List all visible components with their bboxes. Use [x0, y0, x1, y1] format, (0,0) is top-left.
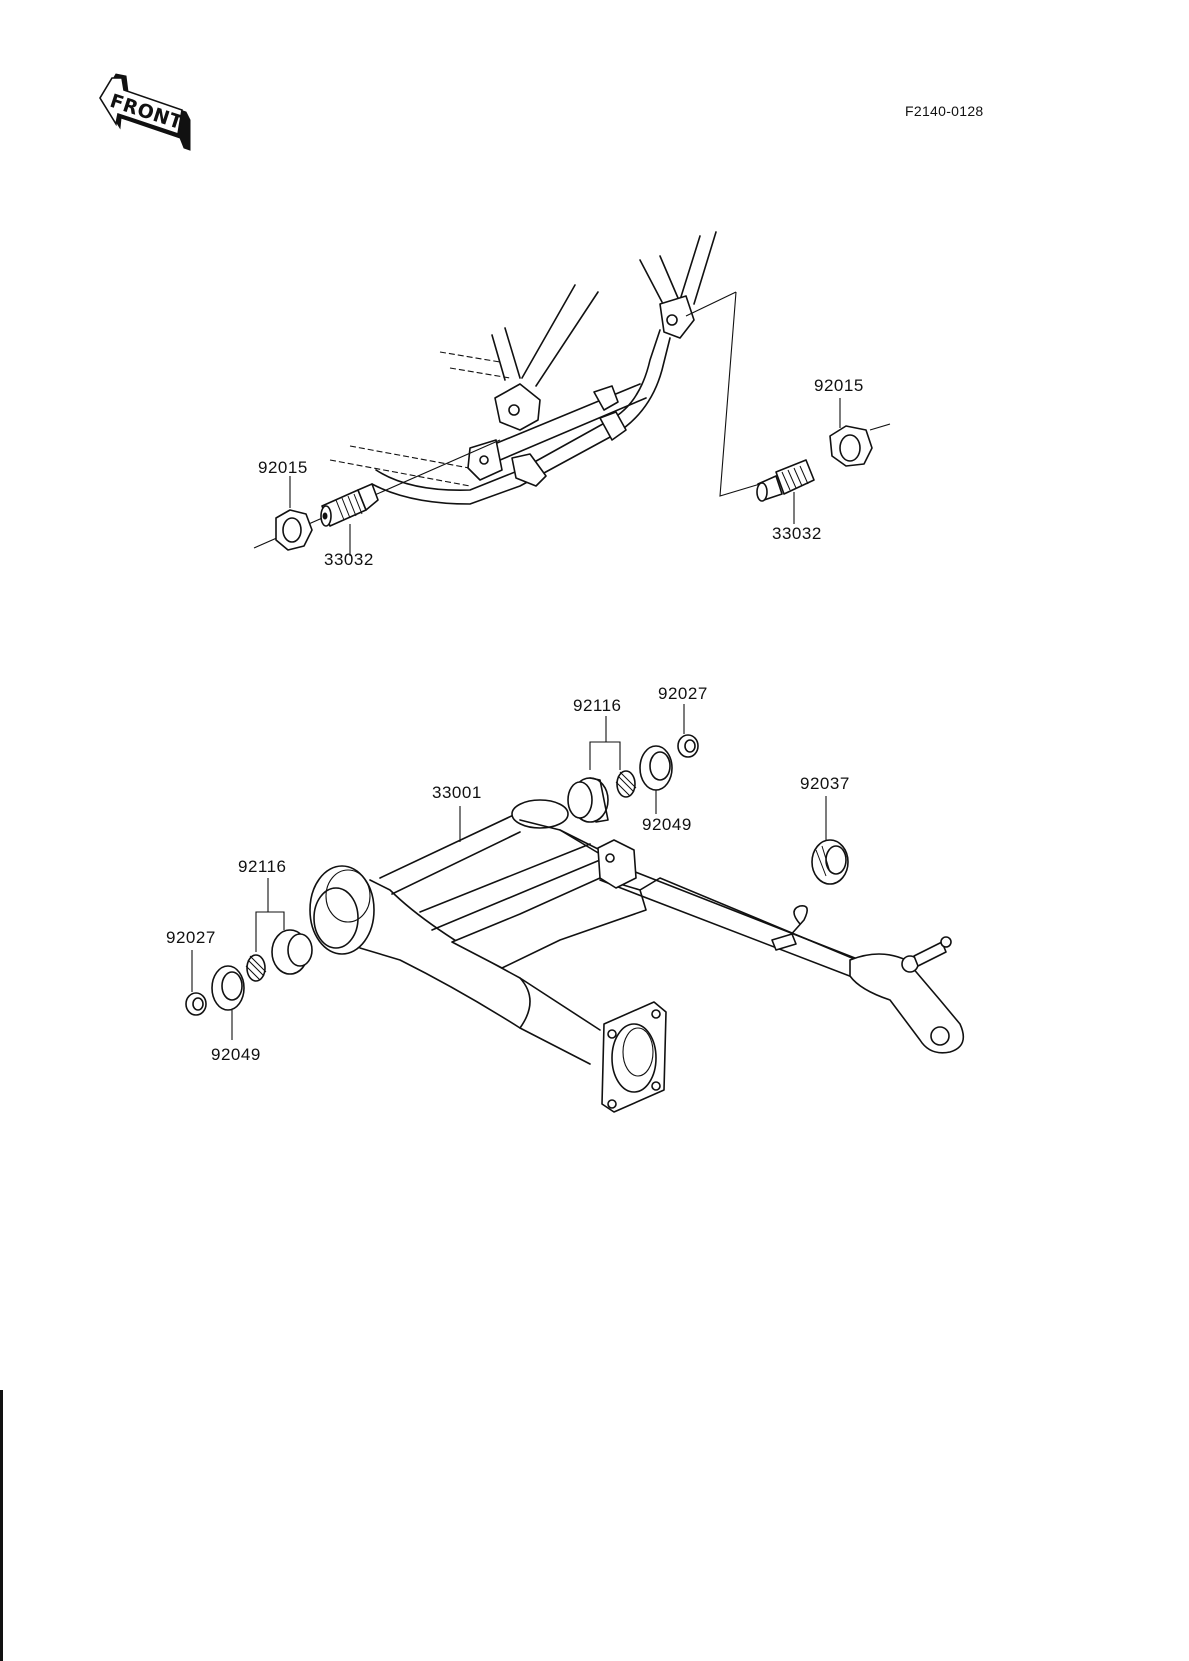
part-label-92015-right[interactable]: 92015: [814, 376, 864, 395]
part-label-92116-right[interactable]: 92116: [573, 696, 622, 715]
part-label-92027-left[interactable]: 92027: [166, 928, 216, 947]
part-label-92027-right[interactable]: 92027: [658, 684, 708, 703]
part-label-92037[interactable]: 92037: [800, 774, 850, 793]
left-seal-92027-shape: [185, 950, 207, 1016]
right-bearing-92116-shape: [567, 716, 637, 823]
swing-arm-33001-shape: [309, 799, 965, 1113]
right-oil-seal-92049-shape: [639, 745, 673, 814]
left-adjuster-33032-shape: [320, 483, 379, 556]
left-nut-92015-shape: [275, 476, 313, 551]
front-arrow-icon: [99, 73, 191, 151]
part-label-33032-right[interactable]: 33032: [772, 524, 822, 543]
part-label-92049-right[interactable]: 92049: [642, 815, 692, 834]
seal-92037-shape: [811, 796, 849, 885]
part-label-92116-left[interactable]: 92116: [238, 857, 287, 876]
part-label-92015-left[interactable]: 92015: [258, 458, 308, 477]
frame-crossmember: [253, 231, 891, 549]
part-label-92049-left[interactable]: 92049: [211, 1045, 261, 1064]
right-adjuster-33032-shape: [756, 459, 815, 524]
part-label-33001[interactable]: 33001: [432, 783, 482, 802]
right-seal-92027-shape: [677, 704, 699, 758]
right-nut-92015-shape: [829, 398, 873, 467]
left-bearing-92116-shape: [245, 878, 313, 982]
part-label-33032-left[interactable]: 33032: [324, 550, 374, 569]
left-oil-seal-92049-shape: [211, 965, 245, 1040]
figure-ref: F2140-0128: [905, 103, 984, 119]
